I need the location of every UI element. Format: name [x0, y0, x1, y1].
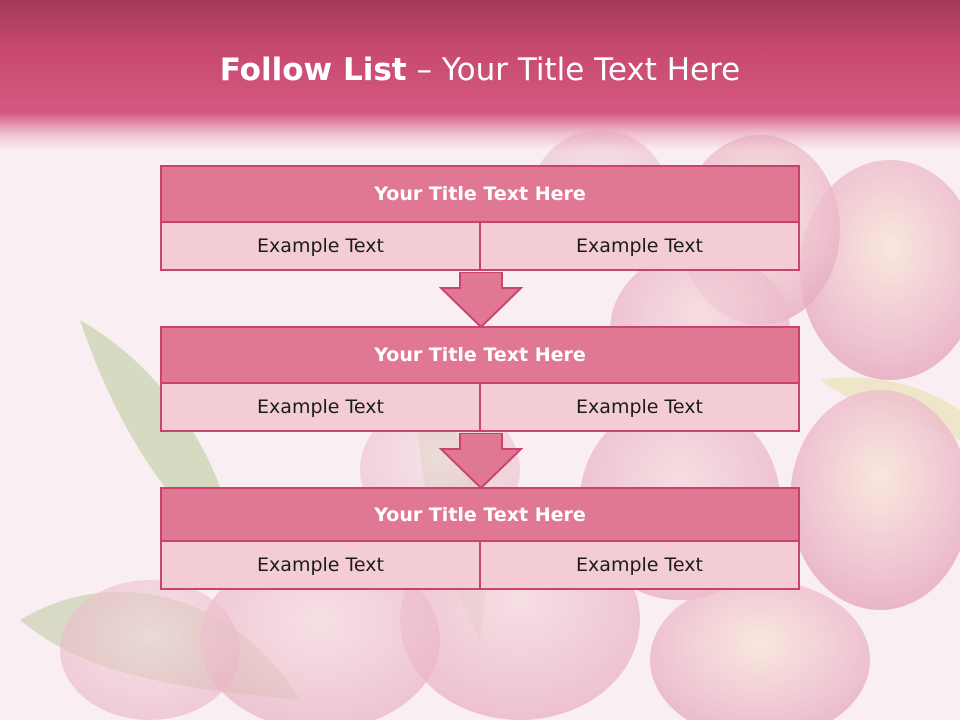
step-3-right-text: Example Text	[481, 542, 800, 590]
down-arrow-icon	[438, 272, 524, 328]
slide-title: Follow List – Your Title Text Here	[0, 52, 960, 88]
step-3-left-text: Example Text	[160, 542, 481, 590]
step-title-3: Your Title Text Here	[160, 487, 800, 542]
step-box-1: Your Title Text Here Example Text Exampl…	[160, 165, 800, 271]
slide-title-rest: – Your Title Text Here	[406, 52, 741, 88]
step-1-left-text: Example Text	[160, 223, 481, 271]
slide-title-bold: Follow List	[219, 52, 407, 88]
step-title-1: Your Title Text Here	[160, 165, 800, 223]
step-box-3: Your Title Text Here Example Text Exampl…	[160, 487, 800, 590]
step-2-left-text: Example Text	[160, 384, 481, 432]
header-band	[0, 0, 960, 150]
step-1-right-text: Example Text	[481, 223, 800, 271]
down-arrow-icon	[438, 433, 524, 489]
step-title-2: Your Title Text Here	[160, 326, 800, 384]
step-box-2: Your Title Text Here Example Text Exampl…	[160, 326, 800, 432]
step-2-right-text: Example Text	[481, 384, 800, 432]
